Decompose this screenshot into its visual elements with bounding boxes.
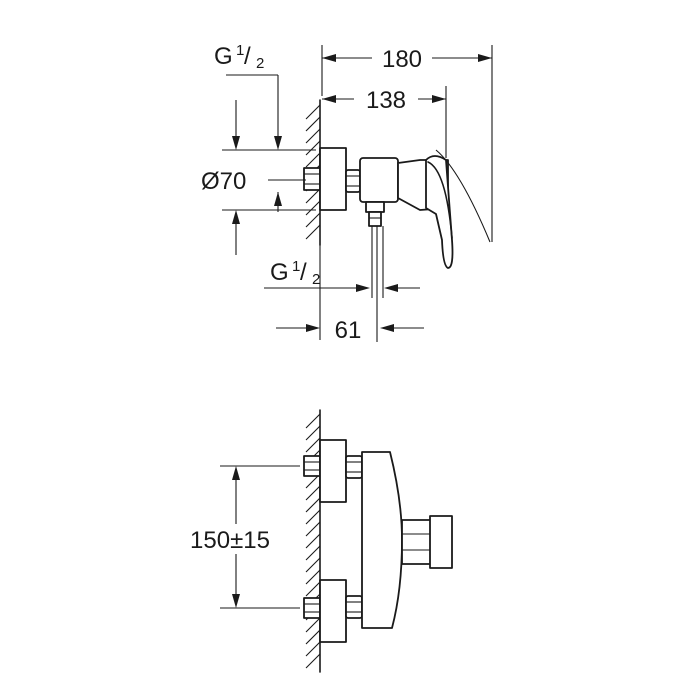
dimension-180: 180 <box>321 45 493 242</box>
handle-swing-arc <box>435 149 491 243</box>
dimension-inlet-spacing: 150±15 <box>190 465 300 609</box>
wall-plan-view <box>305 409 321 673</box>
inlet-spacing-label: 150±15 <box>190 527 270 554</box>
overall-depth-label: 180 <box>382 46 422 73</box>
side-view: 180 138 G 1 / 2 <box>201 42 493 344</box>
inlet-thread-callout: G 1 / 2 <box>214 42 282 212</box>
lever-handle-side <box>425 149 491 269</box>
wall-to-handle-label: 138 <box>366 87 406 114</box>
outlet-thread-label: G 1 / 2 <box>270 258 320 288</box>
plan-view: 150±15 <box>190 409 453 673</box>
outlet-thread-callout: G 1 / 2 <box>264 258 420 292</box>
lower-inlet-fitting <box>303 579 363 643</box>
dimension-61: 61 <box>276 245 424 344</box>
inlet-fitting-side <box>303 147 361 211</box>
dimension-diameter-70: Ø70 <box>201 100 316 255</box>
mixer-body-plan <box>361 451 453 629</box>
wall-hatching <box>305 104 321 240</box>
outlet-offset-label: 61 <box>335 317 362 344</box>
diameter-label: Ø70 <box>201 168 246 195</box>
wall-hatching-plan <box>305 413 321 669</box>
dimension-138: 138 <box>322 86 447 158</box>
inlet-thread-label: G 1 / 2 <box>214 42 264 72</box>
